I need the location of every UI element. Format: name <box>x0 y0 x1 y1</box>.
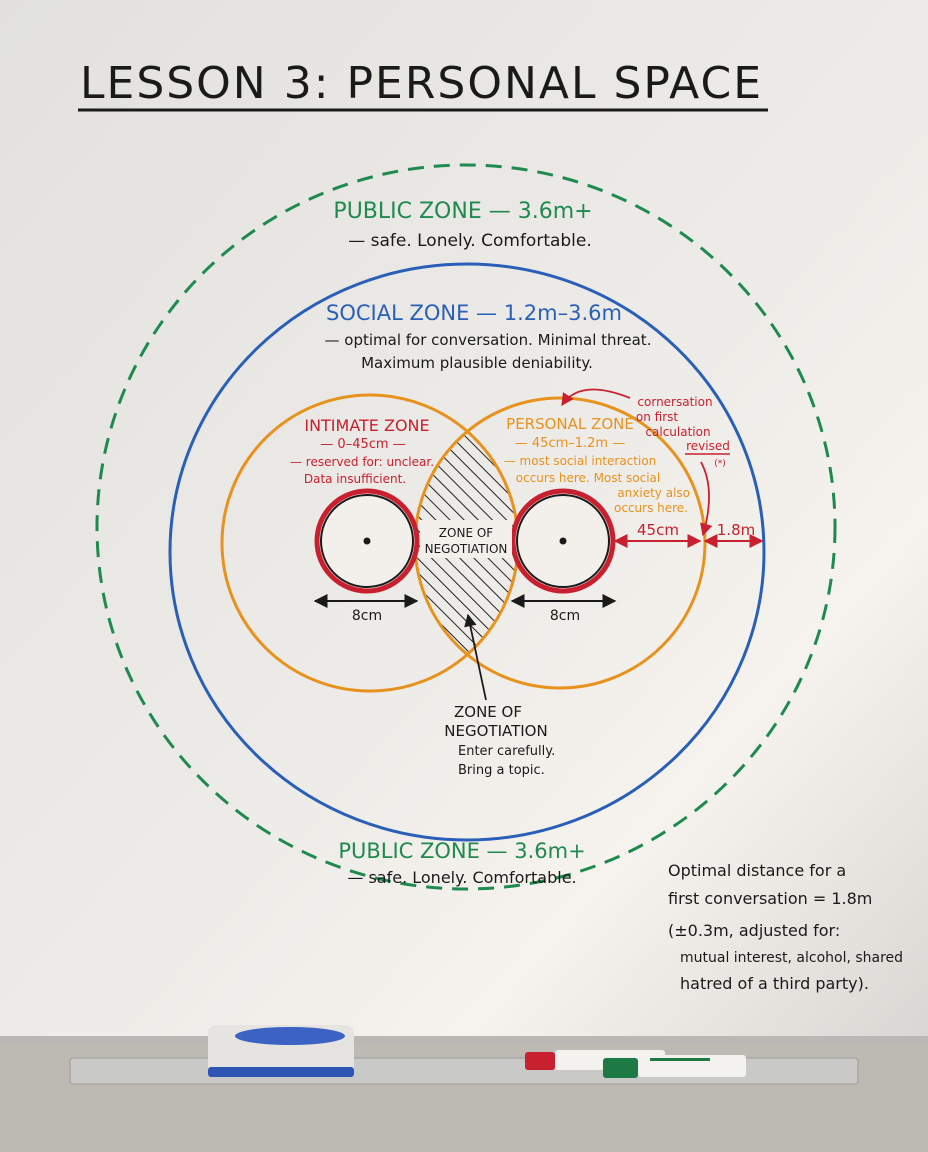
public-zone-heading-top: PUBLIC ZONE — 3.6m+ <box>333 199 592 224</box>
intimate-zone-heading: INTIMATE ZONE <box>304 416 429 435</box>
annotation-line: on first <box>636 410 679 424</box>
negotiation-heading: NEGOTIATION <box>444 722 547 740</box>
negotiation-line: Enter carefully. <box>458 744 555 759</box>
personal-zone-line: occurs here. Most social <box>516 471 661 485</box>
personal-zone-heading: PERSONAL ZONE <box>506 415 634 433</box>
measure-45cm-label: 45cm <box>637 521 679 539</box>
social-zone-heading: SOCIAL ZONE — 1.2m–3.6m <box>326 301 622 325</box>
negotiation-line: Bring a topic. <box>458 763 545 778</box>
revised-arrow <box>700 461 713 537</box>
negotiation-heading: ZONE OF <box>454 703 522 721</box>
personal-zone-line: occurs here. <box>614 501 688 515</box>
note-line: mutual interest, alcohol, shared <box>680 950 903 966</box>
personal-zone-line: — most social interaction <box>504 454 657 468</box>
social-zone-circle <box>168 262 766 842</box>
social-zone-line: Maximum plausible deniability. <box>361 354 593 372</box>
intimate-zone-range: — 0–45cm — <box>320 437 405 452</box>
measure-1.8m-label: 1.8m <box>717 521 755 539</box>
right-person-dot <box>559 537 567 545</box>
annotation-footnote: (*) <box>714 459 726 469</box>
public-zone-circle <box>95 163 837 891</box>
annotation-line: cornersation <box>637 395 712 409</box>
left-person-dot <box>363 537 371 545</box>
public-zone-desc-bottom: — safe. Lonely. Comfortable. <box>347 868 576 887</box>
negotiation-hatch <box>415 398 518 688</box>
negotiation-inner-label: ZONE OF <box>439 526 493 540</box>
public-zone-desc-top: — safe. Lonely. Comfortable. <box>348 231 592 251</box>
note-line: Optimal distance for a <box>668 861 846 880</box>
green-marker[interactable] <box>603 1055 746 1078</box>
measure-left-label: 8cm <box>352 608 382 624</box>
annotation-arrow <box>561 388 631 407</box>
eraser[interactable] <box>208 1025 354 1077</box>
negotiation-inner-label: NEGOTIATION <box>425 542 508 556</box>
personal-zone-line: anxiety also <box>617 486 690 500</box>
measure-right-label: 8cm <box>550 608 580 624</box>
board-frame <box>0 1036 928 1044</box>
intimate-zone-line: Data insufficient. <box>304 472 406 486</box>
note-line: (±0.3m, adjusted for: <box>668 921 840 940</box>
social-zone-line: — optimal for conversation. Minimal thre… <box>325 331 652 349</box>
note-line: hatred of a third party). <box>680 974 869 993</box>
annotation-line: revised <box>686 439 730 453</box>
negotiation-arrow <box>464 613 487 701</box>
annotation-line: calculation <box>645 425 710 439</box>
note-line: first conversation = 1.8m <box>668 889 872 908</box>
wall <box>0 1040 928 1152</box>
personal-zone-range: — 45cm–1.2m — <box>515 436 625 451</box>
public-zone-heading-bottom: PUBLIC ZONE — 3.6m+ <box>338 839 585 863</box>
lesson-title: LESSON 3: PERSONAL SPACE <box>80 58 763 109</box>
intimate-zone-line: — reserved for: unclear. <box>290 455 434 469</box>
